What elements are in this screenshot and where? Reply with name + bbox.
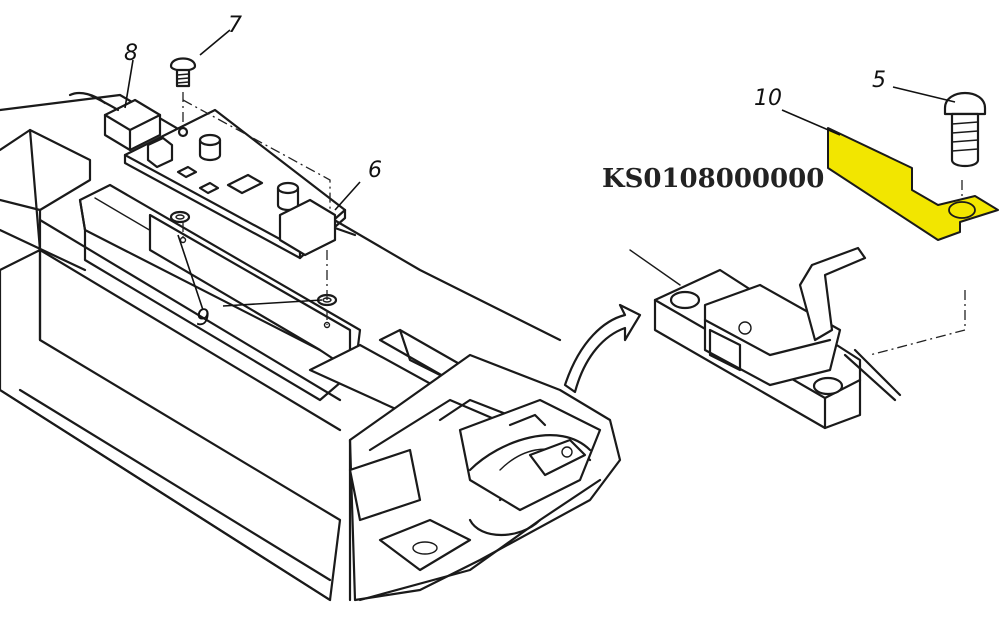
screw-5 — [943, 92, 987, 168]
assembly-lines — [182, 92, 966, 356]
callout-8: 8 — [124, 41, 138, 66]
switch-holder-detail — [629, 246, 902, 430]
plate-10-highlighted — [827, 127, 999, 241]
circuit-board-6 — [123, 108, 357, 260]
curved-arrow — [563, 303, 642, 394]
connector-8 — [68, 91, 162, 152]
end-cap-assembly — [348, 353, 622, 602]
callout-5: 5 — [872, 68, 886, 93]
callout-6: 6 — [368, 158, 382, 183]
screw-holes-9 — [169, 210, 338, 329]
callout-7: 7 — [228, 13, 242, 38]
callout-9: 9 — [196, 306, 210, 331]
part-code-label: KS0108000000 — [602, 164, 824, 194]
leader-lines — [124, 29, 956, 311]
rail-housing — [0, 93, 562, 602]
callout-10: 10 — [754, 86, 782, 111]
screw-7 — [169, 57, 197, 88]
